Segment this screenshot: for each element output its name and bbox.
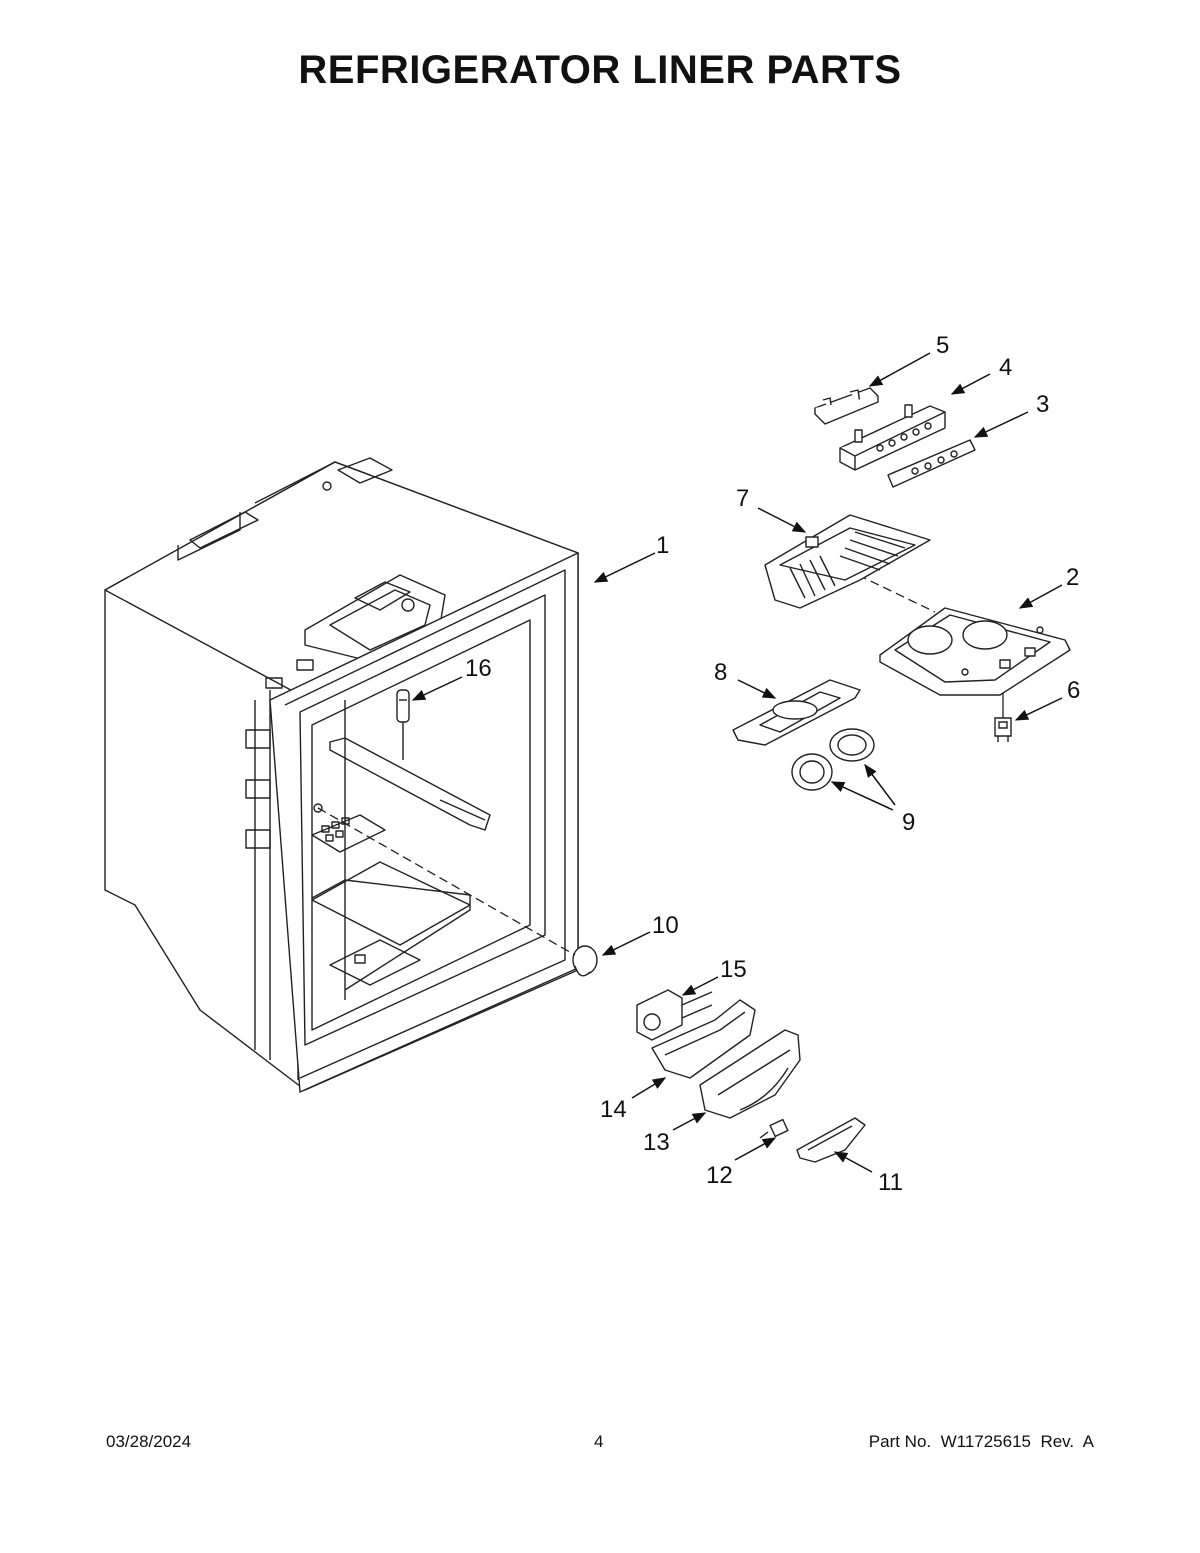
leader-lines <box>411 353 1062 1172</box>
leader-10 <box>601 932 650 955</box>
leader-7 <box>758 508 807 532</box>
lamp-housing-part <box>733 680 860 745</box>
mount-bracket-part <box>652 1000 755 1078</box>
liner-part <box>105 458 578 1092</box>
page-title: REFRIGERATOR LINER PARTS <box>298 48 902 92</box>
bracket-part <box>815 388 878 424</box>
light-assembly-part <box>792 729 874 790</box>
callout-1: 1 <box>656 532 669 559</box>
footer-date: 03/28/2024 <box>106 1432 192 1451</box>
leader-12 <box>735 1138 777 1160</box>
housing-part <box>840 405 945 470</box>
callout-16: 16 <box>465 655 492 682</box>
leader-9b <box>830 782 893 810</box>
callout-9: 9 <box>902 809 915 836</box>
callout-2: 2 <box>1066 564 1079 591</box>
callout-14: 14 <box>600 1096 627 1123</box>
leader-15 <box>681 977 718 995</box>
leader-8 <box>738 680 777 698</box>
cover-strip-part <box>888 440 975 487</box>
trim-part <box>797 1118 865 1162</box>
module-part <box>637 990 712 1040</box>
callout-10: 10 <box>652 912 679 939</box>
leader-1 <box>593 553 655 582</box>
leader-3 <box>973 412 1028 437</box>
callout-13: 13 <box>643 1129 670 1156</box>
callout-12: 12 <box>706 1162 733 1189</box>
callout-6: 6 <box>1067 677 1080 704</box>
leader-9a <box>864 763 895 805</box>
control-housing-part <box>880 608 1070 695</box>
leader-16 <box>411 677 462 700</box>
callout-7: 7 <box>736 485 749 512</box>
screw-part <box>760 1120 788 1138</box>
callout-labels: 1 2 3 4 5 6 7 8 9 10 11 12 13 14 15 16 <box>465 332 1080 1196</box>
footer-page-number: 4 <box>594 1432 604 1451</box>
callout-3: 3 <box>1036 391 1049 418</box>
callout-4: 4 <box>999 354 1012 381</box>
callout-5: 5 <box>936 332 949 359</box>
leader-4 <box>950 374 990 394</box>
callout-11: 11 <box>878 1169 903 1196</box>
callout-8: 8 <box>714 659 727 686</box>
plug-part <box>573 946 597 976</box>
thermistor-part <box>397 690 409 760</box>
leader-5 <box>868 353 930 386</box>
cover-part <box>700 1030 800 1118</box>
footer-part-number: Part No. W11725615 Rev. A <box>868 1432 1094 1451</box>
leader-11 <box>833 1152 872 1172</box>
leader-2 <box>1018 585 1062 608</box>
leader-14 <box>632 1077 667 1098</box>
leader-13 <box>673 1113 707 1130</box>
switch-part <box>995 718 1011 742</box>
duct-cover-part <box>765 515 930 608</box>
callout-15: 15 <box>720 956 747 983</box>
leader-6 <box>1014 698 1062 720</box>
